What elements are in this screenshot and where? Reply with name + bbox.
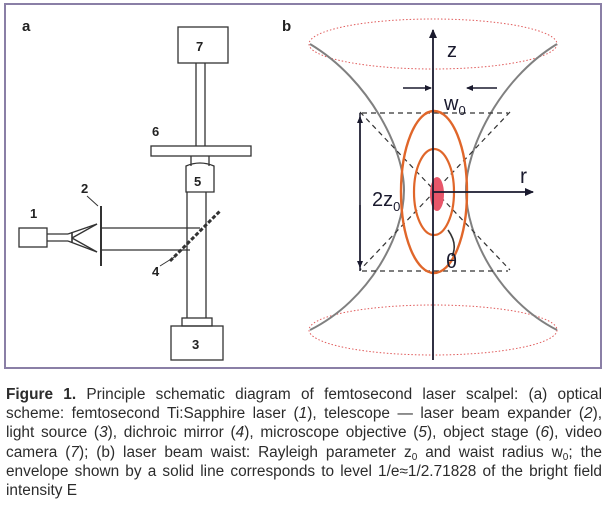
figure-caption: Figure 1. Principle schematic diagram of… (6, 385, 602, 500)
angle-label: θ (446, 251, 457, 273)
light-source-box (170, 325, 224, 361)
panel-a-label: a (22, 18, 31, 35)
component-1-number: 1 (30, 206, 37, 221)
rayleigh-label: 2z0 (372, 189, 400, 214)
object-stage (150, 145, 252, 157)
caption-ref-6: 6 (540, 424, 550, 442)
component-7-number: 7 (196, 39, 203, 54)
beam-waist-diagram (308, 18, 558, 360)
panel-b-label: b (282, 18, 292, 35)
caption-ref-1: 1 (298, 405, 308, 423)
caption-text: ), object stage ( (426, 424, 541, 442)
optical-scheme (18, 26, 252, 361)
caption-ref-5: 5 (418, 424, 427, 442)
waist-label: w0 (443, 93, 466, 118)
caption-ref-4: 4 (235, 424, 245, 442)
dichroic-mirror (168, 209, 222, 263)
objective (185, 162, 215, 193)
envelope-right (464, 43, 558, 331)
caption-text: ), dichroic mirror ( (107, 424, 236, 442)
caption-text: ), video camera ( (6, 424, 602, 461)
caption-text: ), light source ( (6, 405, 602, 442)
envelope-left (309, 43, 406, 331)
laser-box (18, 227, 48, 248)
caption-text: ; the envelope shown by a solid line cor… (6, 443, 602, 500)
z-axis-label: z (447, 40, 457, 62)
component-6-number: 6 (152, 124, 159, 139)
component-3-number: 3 (192, 337, 199, 352)
caption-text: Principle schematic diagram of femtoseco… (6, 386, 603, 423)
figure-frame (4, 3, 602, 369)
angle-arc (447, 229, 456, 257)
caption-subscript: 0 (562, 451, 569, 463)
caption-text: ); (b) laser beam waist: Rayleigh parame… (78, 443, 412, 461)
caption-text: ), microscope objective ( (244, 424, 419, 442)
caption-ref-3: 3 (99, 424, 108, 442)
figure-number: Figure 1. (6, 386, 77, 403)
caption-subscript: 0 (411, 451, 418, 463)
caption-ref-7: 7 (70, 443, 79, 461)
r-axis-label: r (520, 165, 527, 188)
video-camera-box (177, 26, 229, 64)
caption-text: and waist radius w (417, 443, 563, 461)
caption-ref-2: 2 (584, 405, 593, 423)
component-4-number: 4 (152, 264, 160, 279)
component-2-number: 2 (81, 181, 88, 196)
caption-text: ), telescope — laser beam expander ( (307, 405, 585, 423)
component-5-number: 5 (194, 174, 201, 189)
